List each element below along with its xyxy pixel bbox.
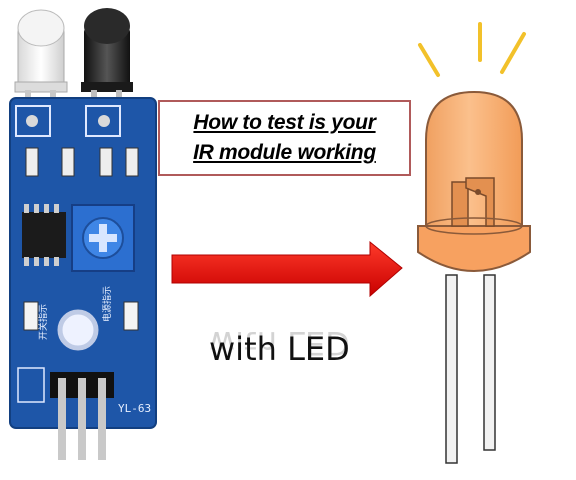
comparator-chip [22, 204, 66, 266]
potentiometer [71, 204, 135, 272]
silk-switch-label: 开关指示 [37, 304, 49, 340]
ir-sensor-module: 电源指示 开关指示 YL-63 [9, 8, 157, 460]
title-box: How to test is your IR module working [158, 100, 411, 176]
orange-led [417, 90, 531, 464]
caption-text: with LED [209, 330, 350, 368]
mounting-hole [57, 309, 99, 351]
header-pins [50, 372, 114, 460]
title-line-1: How to test is your [193, 111, 376, 134]
title-line-2: IR module working [193, 141, 376, 164]
red-arrow-icon [171, 240, 403, 298]
silk-power-label: 电源指示 [101, 286, 113, 322]
led-rays-icon [418, 22, 526, 77]
ir-emitter-led [14, 9, 68, 118]
caption-reflection: with LED [209, 324, 350, 362]
model-label: YL-63 [118, 402, 151, 415]
